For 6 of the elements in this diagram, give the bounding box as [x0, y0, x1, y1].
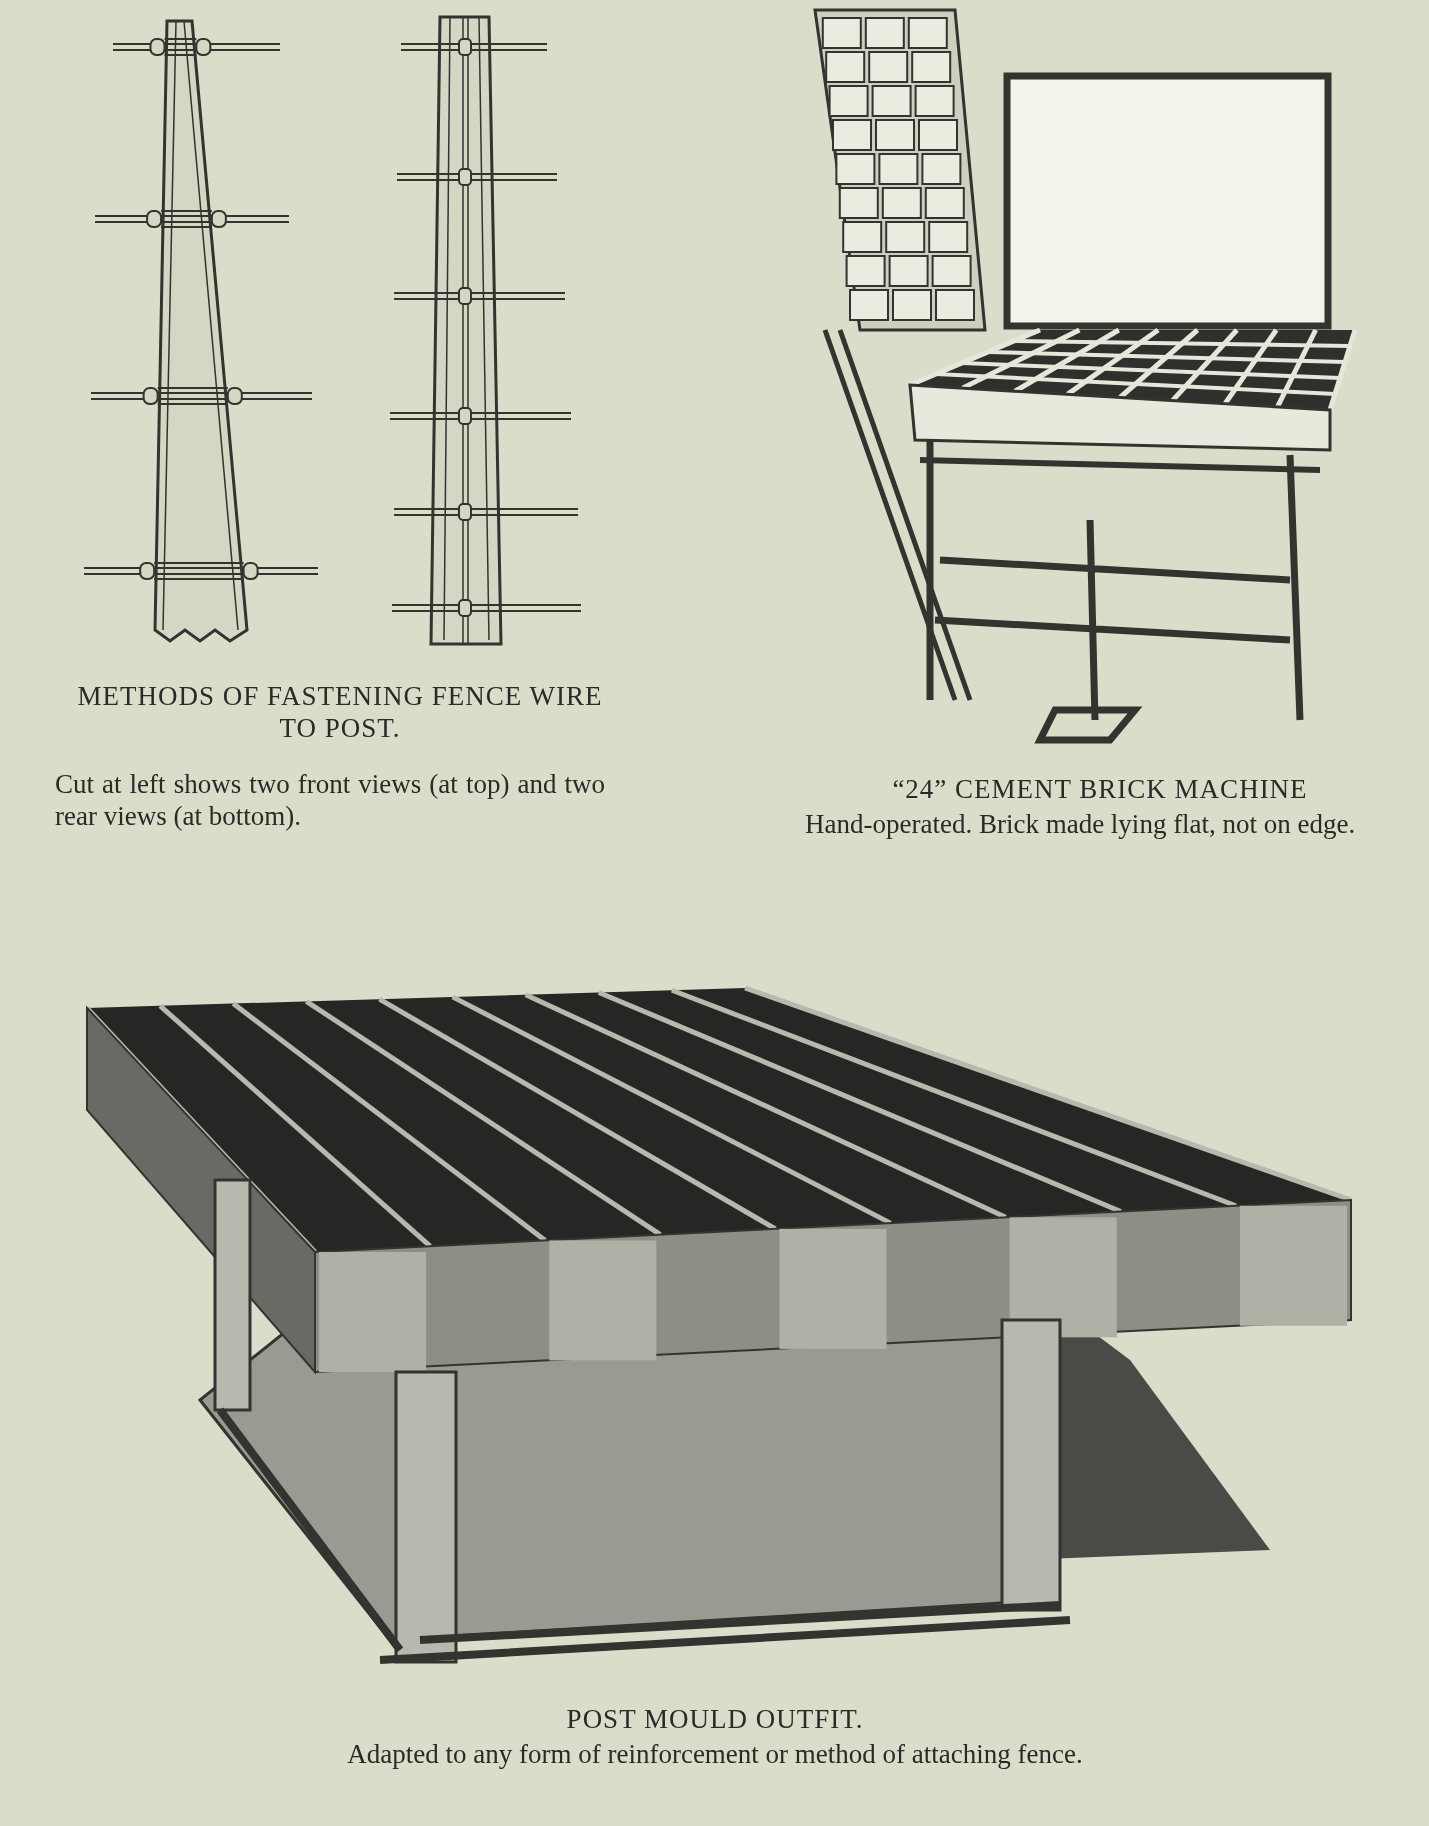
caption-heading: POST MOULD OUTFIT.: [565, 1703, 865, 1736]
caption-heading: “24” CEMENT BRICK MACHINE: [891, 773, 1309, 806]
caption-text: Hand-operated. Brick made lying flat, not on edge.: [805, 808, 1357, 841]
caption-text: Cut at left shows two front views (at top) and two rear views (at bottom).: [55, 768, 605, 833]
caption-heading: METHODS OF FASTENING FENCE WIRE TO POST.: [76, 680, 604, 745]
caption-text: Adapted to any form of reinforcement or method of attaching fence.: [346, 1738, 1084, 1771]
